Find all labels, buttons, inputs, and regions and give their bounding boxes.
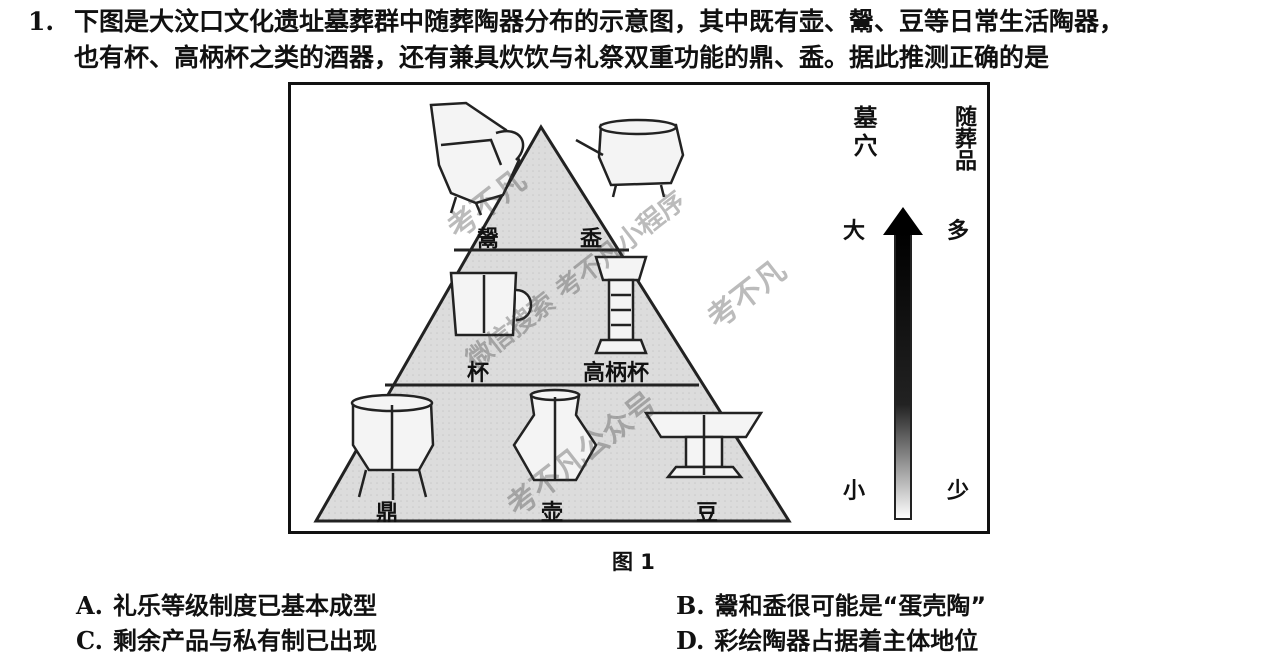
- option-a[interactable]: A. 礼乐等级制度已基本成型: [76, 586, 377, 621]
- he-vessel-drawing: [575, 118, 685, 198]
- hu-vessel-drawing: [512, 388, 598, 482]
- axis-left-title: 墓穴: [849, 105, 877, 161]
- option-a-text: 礼乐等级制度已基本成型: [112, 592, 377, 620]
- option-c-text: 剩余产品与私有制已出现: [113, 627, 378, 655]
- axis-left-low: 小: [843, 479, 866, 504]
- question-text-line-2: 也有杯、高柄杯之类的酒器，还有兼具炊饮与礼祭双重功能的鼎、盉。据此推测正确的是: [74, 43, 1050, 72]
- figure-pyramid: 鬶 盉 杯 高柄杯 鼎 壶 豆 墓穴 大 小 随葬品 多 少: [288, 82, 990, 534]
- ding-vessel-drawing: [350, 393, 435, 500]
- option-d-key: D.: [676, 626, 705, 655]
- option-b-key: B.: [676, 591, 705, 620]
- question-text-line-1: 下图是大汶口文化遗址墓葬群中随葬陶器分布的示意图，其中既有壶、鬶、豆等日常生活陶…: [74, 7, 1125, 36]
- label-cup: 杯: [467, 361, 490, 386]
- option-a-key: A.: [76, 591, 103, 620]
- question-number: 1.: [28, 7, 55, 36]
- size-gradient-bar: [894, 232, 912, 520]
- option-c[interactable]: C. 剩余产品与私有制已出现: [76, 621, 377, 656]
- option-d[interactable]: D. 彩绘陶器占据着主体地位: [676, 621, 978, 656]
- figure-caption: 图 1: [612, 550, 655, 574]
- axis-right-low: 少: [947, 479, 970, 504]
- label-tall-stem-cup: 高柄杯: [583, 361, 650, 386]
- label-ding: 鼎: [376, 501, 399, 526]
- gui-vessel-drawing: [429, 101, 525, 216]
- option-b-text: 鬶和盉很可能是“蛋壳陶”: [714, 592, 987, 620]
- option-c-key: C.: [76, 626, 104, 655]
- label-he: 盉: [580, 227, 603, 252]
- label-hu: 壶: [541, 501, 564, 526]
- axis-left-high: 大: [843, 219, 866, 244]
- pyramid-diagram: [313, 101, 923, 523]
- label-gui: 鬶: [477, 227, 500, 252]
- option-d-text: 彩绘陶器占据着主体地位: [714, 627, 979, 655]
- dou-vessel-drawing: [643, 411, 764, 479]
- arrow-head: [883, 207, 923, 235]
- label-dou: 豆: [696, 501, 719, 526]
- cup-vessel-drawing: [449, 271, 533, 337]
- option-b[interactable]: B. 鬶和盉很可能是“蛋壳陶”: [676, 586, 986, 621]
- axis-right-title: 随葬品: [951, 105, 976, 171]
- tall-stem-cup-drawing: [594, 255, 648, 355]
- axis-right-high: 多: [947, 219, 970, 244]
